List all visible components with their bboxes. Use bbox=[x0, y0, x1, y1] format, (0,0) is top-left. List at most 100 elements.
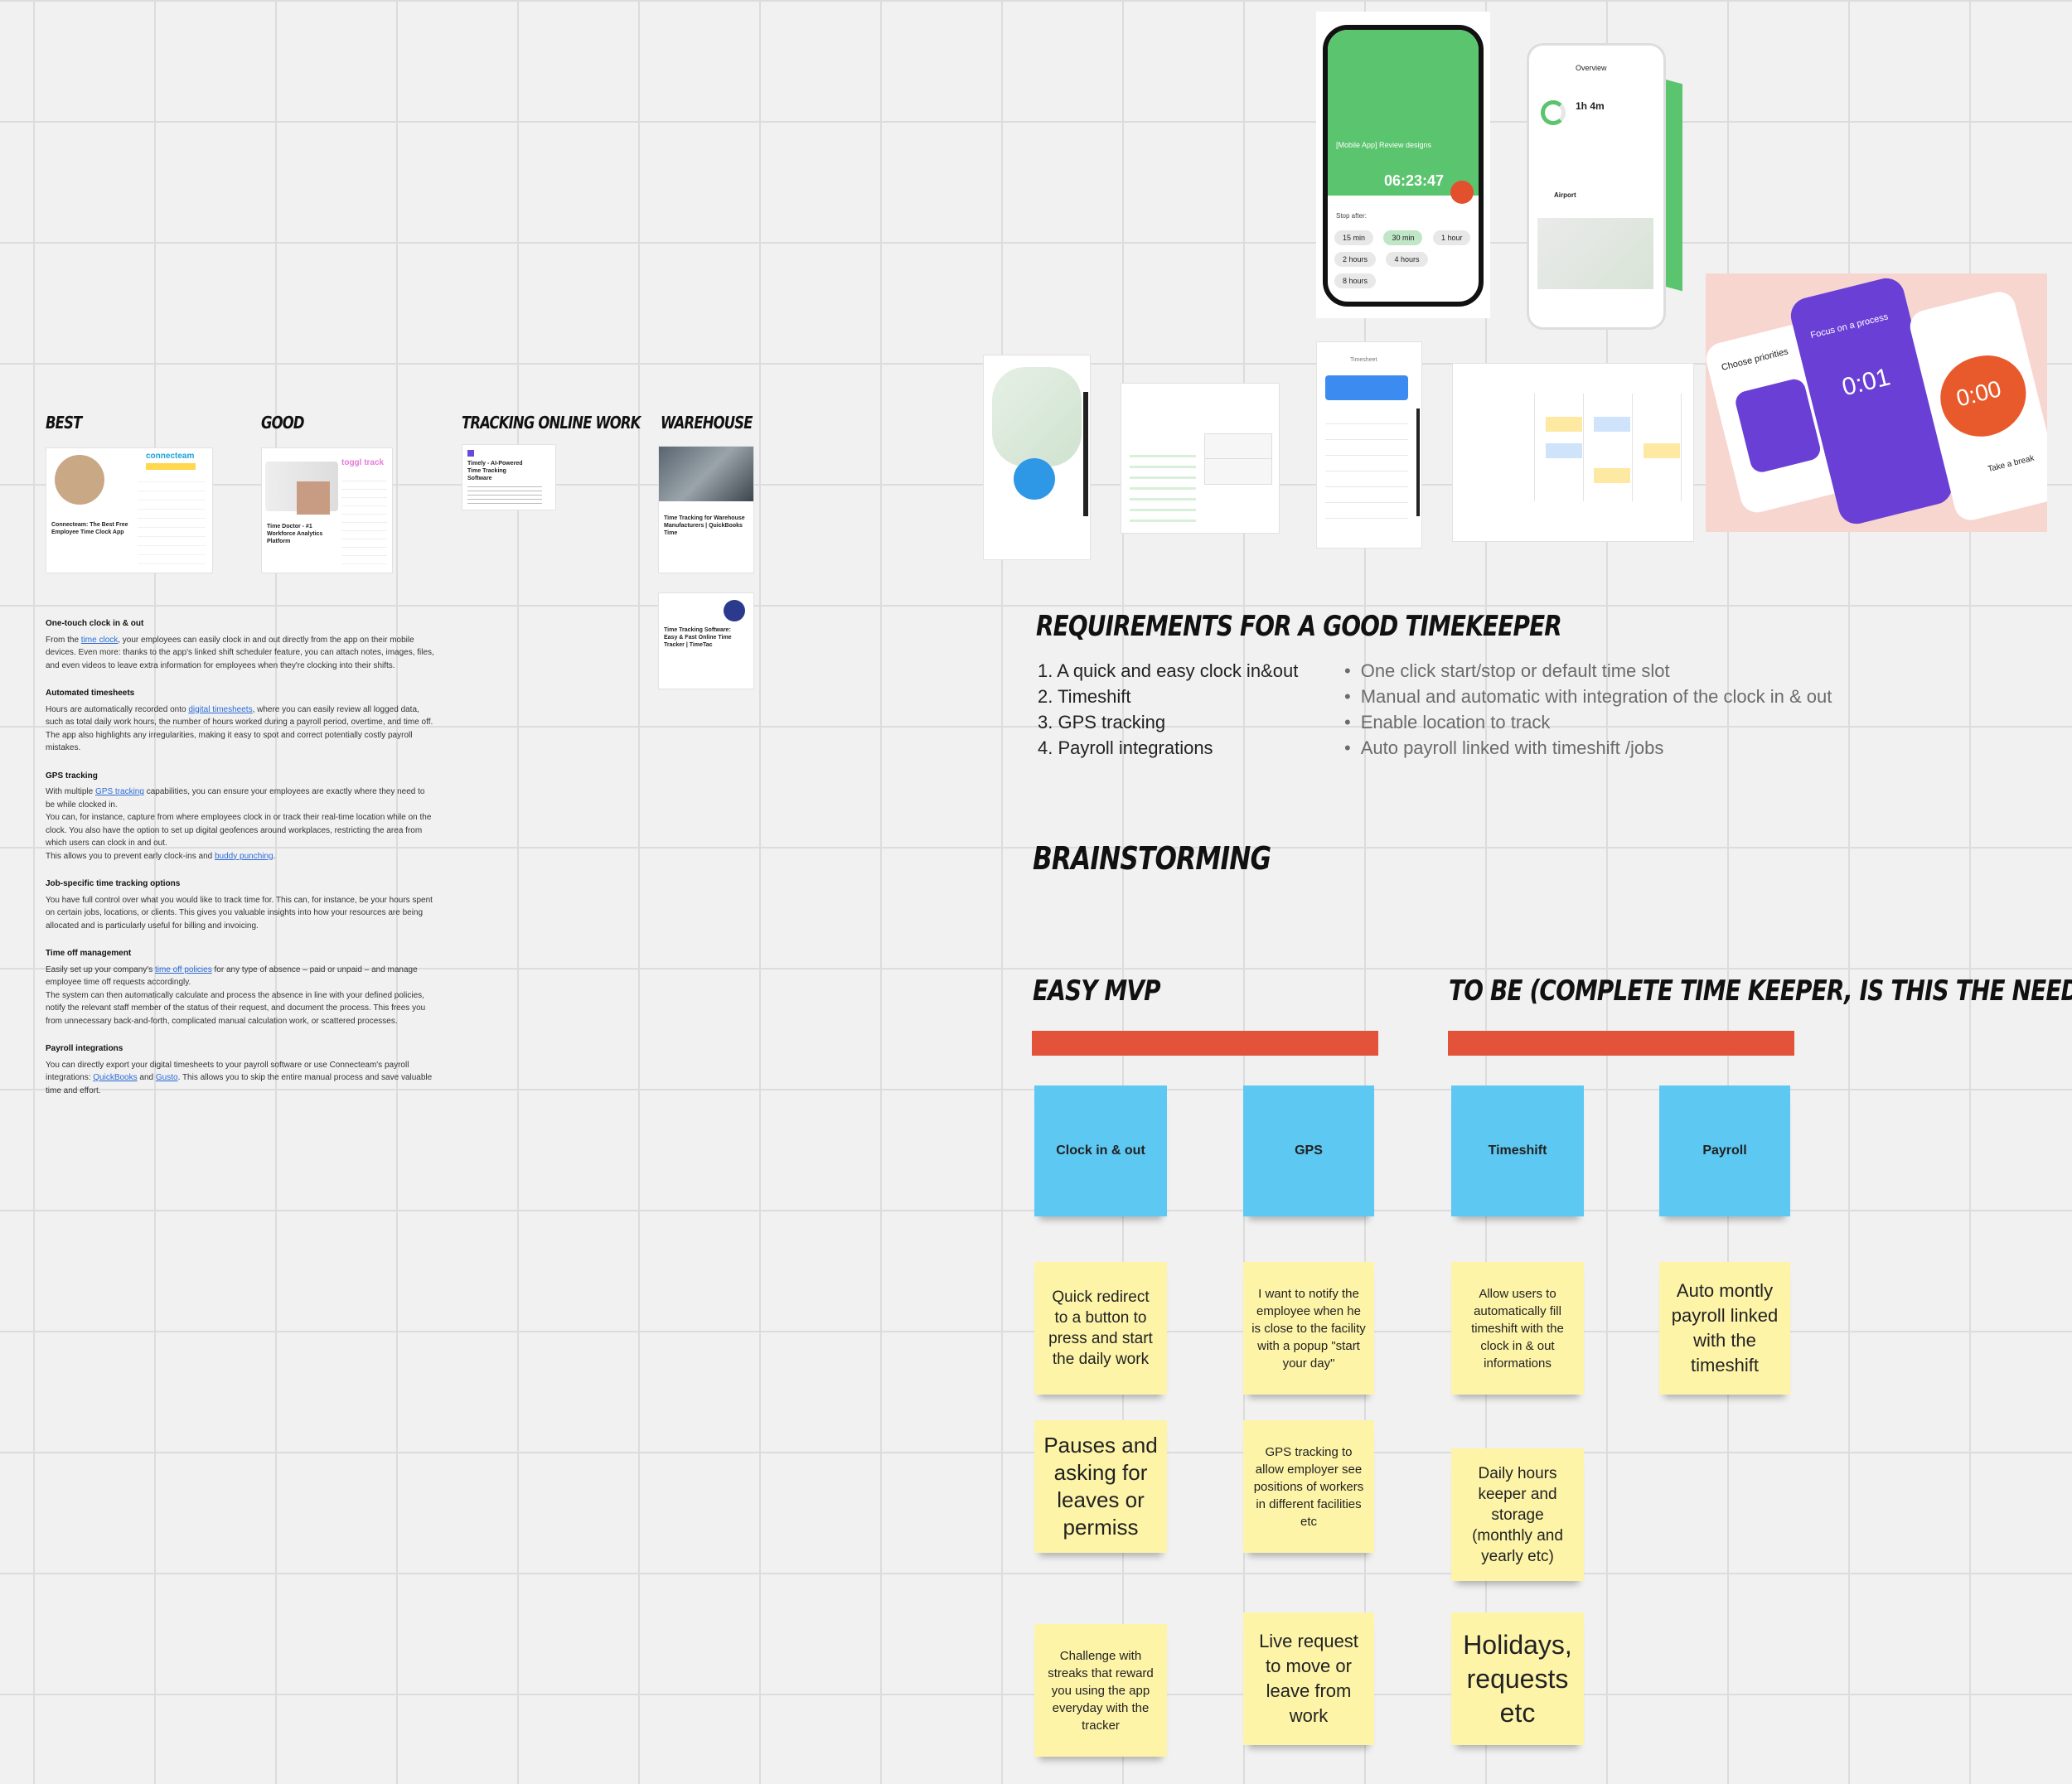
thumb-timely[interactable]: Timely - AI-Powered Time Tracking Softwa… bbox=[462, 444, 556, 510]
time-clock-link[interactable]: time clock bbox=[80, 635, 119, 645]
screenshot-timesheet[interactable]: Timesheet bbox=[1316, 341, 1422, 549]
thumb-quickbooks[interactable]: Time Tracking for Warehouse Manufacturer… bbox=[658, 446, 754, 573]
doc-heading: Time off management bbox=[46, 949, 132, 958]
doc-paragraph: Hours are automatically recorded onto di… bbox=[46, 704, 433, 753]
quickbooks-link[interactable]: QuickBooks bbox=[93, 1073, 138, 1082]
overview-place: Airport bbox=[1554, 191, 1576, 199]
screenshot-focus-app[interactable]: Choose priorities Focus on a process 0:0… bbox=[1706, 273, 2047, 532]
column-heading-best: BEST bbox=[46, 413, 82, 433]
break-label: Take a break bbox=[1987, 453, 2036, 475]
gusto-link[interactable]: Gusto bbox=[155, 1073, 178, 1082]
chat-bubble bbox=[1204, 433, 1272, 460]
requirement-note: •Manual and automatic with integration o… bbox=[1344, 686, 1832, 707]
sticky-pauses-leaves[interactable]: Pauses and asking for leaves or permiss bbox=[1034, 1420, 1167, 1553]
screenshot-timer-app[interactable]: [Mobile App] Review designs 06:23:47 Sto… bbox=[1316, 12, 1490, 318]
shift-block bbox=[1594, 417, 1630, 432]
chip-1h[interactable]: 1 hour bbox=[1432, 230, 1471, 245]
timer-value: 06:23:47 bbox=[1384, 172, 1445, 189]
easy-mvp-bar bbox=[1032, 1031, 1378, 1056]
chip-2h[interactable]: 2 hours bbox=[1334, 252, 1377, 267]
map-area bbox=[992, 367, 1082, 467]
timesheet-rows bbox=[1325, 409, 1408, 533]
dark-edge bbox=[1416, 409, 1420, 516]
to-be-bar bbox=[1448, 1031, 1794, 1056]
thumb-timedoctor-title: Time Doctor - #1 Workforce Analytics Pla… bbox=[267, 524, 323, 544]
doc-heading: Automated timesheets bbox=[46, 689, 135, 698]
priorities-label: Choose priorities bbox=[1720, 346, 1789, 373]
overview-title: Overview bbox=[1576, 64, 1607, 72]
overview-hours: 1h 4m bbox=[1576, 100, 1605, 112]
chip-15[interactable]: 15 min bbox=[1334, 230, 1374, 245]
focus-label: Focus on a process bbox=[1809, 312, 1890, 341]
doc-paragraph: You can, for instance, capture from wher… bbox=[46, 813, 432, 848]
stop-after-label: Stop after: bbox=[1336, 212, 1367, 220]
gps-tracking-link[interactable]: GPS tracking bbox=[95, 787, 144, 796]
sticky-auto-payroll[interactable]: Auto montly payroll linked with the time… bbox=[1659, 1262, 1790, 1395]
sticky-gps-tracking[interactable]: GPS tracking to allow employer see posit… bbox=[1243, 1420, 1374, 1553]
thumb-quickbooks-title: Time Tracking for Warehouse Manufacturer… bbox=[664, 515, 745, 536]
person-photo bbox=[55, 455, 104, 505]
user-list bbox=[1130, 447, 1196, 526]
warehouse-photo bbox=[659, 447, 753, 501]
requirement-item: 4. Payroll integrations bbox=[1038, 737, 1213, 758]
chip-30[interactable]: 30 min bbox=[1383, 230, 1423, 245]
requirement-item: 3. GPS tracking bbox=[1038, 712, 1166, 732]
sticky-gps[interactable]: GPS bbox=[1243, 1085, 1374, 1216]
timer-task: [Mobile App] Review designs bbox=[1336, 141, 1432, 149]
thumb-timetac[interactable]: Time Tracking Software: Easy & Fast Onli… bbox=[658, 592, 754, 689]
requirements-notes: •One click start/stop or default time sl… bbox=[1344, 658, 1832, 761]
requirement-note: •Enable location to track bbox=[1344, 712, 1551, 732]
sticky-autofill-timeshift[interactable]: Allow users to automatically fill timesh… bbox=[1451, 1262, 1584, 1395]
sticky-live-request[interactable]: Live request to move or leave from work bbox=[1243, 1612, 1374, 1745]
sticky-challenge-streaks[interactable]: Challenge with streaks that reward you u… bbox=[1034, 1624, 1167, 1757]
chip-8h[interactable]: 8 hours bbox=[1334, 273, 1377, 288]
digital-timesheets-link[interactable]: digital timesheets bbox=[188, 704, 253, 714]
article-text: One-touch clock in & out From the time c… bbox=[46, 617, 435, 1100]
chip-4h[interactable]: 4 hours bbox=[1386, 252, 1428, 267]
requirements-list: 1. A quick and easy clock in&out 2. Time… bbox=[1038, 658, 1298, 761]
requirement-note: •One click start/stop or default time sl… bbox=[1344, 660, 1670, 681]
feature-list bbox=[341, 473, 387, 564]
dark-edge bbox=[1083, 392, 1088, 516]
shift-block bbox=[1546, 443, 1582, 458]
clock-in-button[interactable] bbox=[1014, 458, 1055, 500]
progress-ring-icon bbox=[1541, 100, 1566, 125]
chat-bubble bbox=[1204, 458, 1272, 485]
timer-header bbox=[1328, 30, 1479, 196]
screenshot-schedule[interactable] bbox=[1452, 363, 1694, 542]
requirement-note: •Auto payroll linked with timeshift /job… bbox=[1344, 737, 1664, 758]
doc-paragraph: The system can then automatically calcul… bbox=[46, 990, 426, 1026]
to-be-title: TO BE (COMPLETE TIME KEEPER, IS THIS THE… bbox=[1449, 974, 2072, 1008]
column-heading-warehouse: WAREHOUSE bbox=[661, 413, 753, 433]
duration-chips: 15 min 30 min 1 hour 2 hours 4 hours 8 h… bbox=[1331, 227, 1477, 292]
rating-badge bbox=[146, 463, 196, 470]
map-preview bbox=[1537, 218, 1653, 289]
time-off-policies-link[interactable]: time off policies bbox=[154, 965, 212, 974]
doc-paragraph: This allows you to prevent early clock-i… bbox=[46, 851, 276, 861]
easy-mvp-title: EASY MVP bbox=[1033, 974, 1161, 1008]
requirement-item: 1. A quick and easy clock in&out bbox=[1038, 660, 1299, 681]
sticky-timeshift[interactable]: Timeshift bbox=[1451, 1085, 1584, 1216]
thumb-timedoctor[interactable]: toggl track Time Doctor - #1 Workforce A… bbox=[261, 447, 393, 573]
sticky-notify-employee[interactable]: I want to notify the employee when he is… bbox=[1243, 1262, 1374, 1395]
connecteam-logo: connecteam bbox=[146, 452, 195, 461]
buddy-punching-link[interactable]: buddy punching bbox=[214, 851, 274, 861]
thumb-connecteam-title: Connecteam: The Best Free Employee Time … bbox=[51, 522, 128, 535]
thumb-text-lines bbox=[467, 483, 542, 505]
doc-heading: One-touch clock in & out bbox=[46, 619, 144, 628]
sticky-daily-hours[interactable]: Daily hours keeper and storage (monthly … bbox=[1451, 1448, 1584, 1581]
brainstorming-title: BRAINSTORMING bbox=[1033, 840, 1271, 877]
sticky-holidays[interactable]: Holidays, requests etc bbox=[1451, 1612, 1584, 1745]
doc-paragraph: You have full control over what you woul… bbox=[46, 895, 433, 931]
screenshot-team-list[interactable] bbox=[1121, 383, 1280, 534]
sticky-clock-in-out[interactable]: Clock in & out bbox=[1034, 1085, 1167, 1216]
thumb-connecteam[interactable]: connecteam Connecteam: The Best Free Emp… bbox=[46, 447, 213, 573]
pause-button[interactable] bbox=[1450, 181, 1474, 204]
screenshot-overview-app[interactable]: Overview 1h 4m Airport bbox=[1525, 43, 1684, 330]
timetac-logo-icon bbox=[724, 600, 745, 621]
screenshot-gps-app[interactable] bbox=[983, 355, 1091, 560]
sticky-quick-redirect[interactable]: Quick redirect to a button to press and … bbox=[1034, 1262, 1167, 1395]
user-photo bbox=[297, 481, 330, 515]
sticky-payroll[interactable]: Payroll bbox=[1659, 1085, 1790, 1216]
column-heading-tracking: TRACKING ONLINE WORK bbox=[462, 413, 641, 433]
